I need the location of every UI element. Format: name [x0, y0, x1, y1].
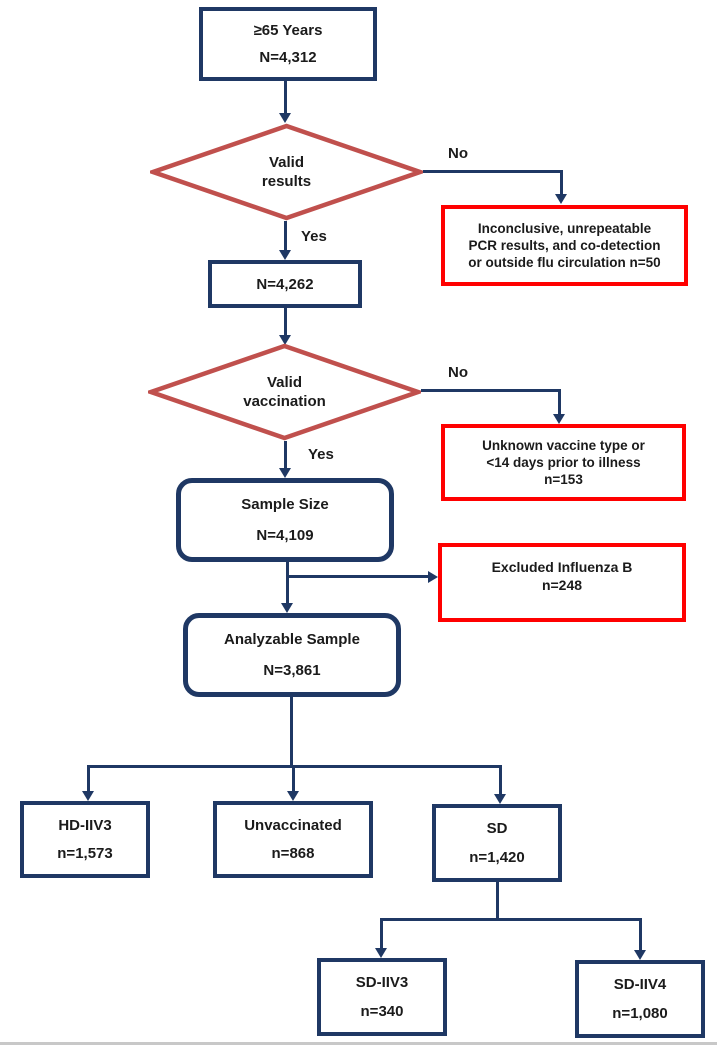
- connector-branch-right: [499, 765, 502, 794]
- decision-valid-results-line2: results: [261, 173, 312, 190]
- arrowhead-down-icon: [279, 113, 291, 123]
- arrowhead-right-icon: [428, 571, 438, 583]
- connector-to-excluded-flu-b: [286, 575, 428, 578]
- node-sd-iiv3: SD-IIV3 n=340: [317, 958, 447, 1036]
- diamond-icon: [150, 123, 423, 221]
- connector-sd-branch-horizontal: [380, 918, 642, 921]
- node-sd-title: SD: [486, 820, 508, 837]
- edge-label-no-1: No: [448, 145, 468, 162]
- connector-to-valid-vaccination: [284, 308, 287, 336]
- node-age-group-title: ≥65 Years: [253, 21, 323, 39]
- node-hd-iiv3-title: HD-IIV3: [58, 816, 112, 834]
- connector-no-2-horizontal: [421, 389, 561, 392]
- node-sd-iiv4-count: n=1,080: [612, 1005, 668, 1022]
- node-excluded-flu-b: Excluded Influenza B n=248: [438, 543, 686, 622]
- connector-no-1-horizontal: [423, 170, 563, 173]
- connector-age-to-valid-results: [284, 81, 287, 114]
- node-excluded-vaccine-line3: n=153: [544, 472, 583, 487]
- node-sd-iiv4-title: SD-IIV4: [613, 976, 667, 993]
- node-sd: SD n=1,420: [432, 804, 562, 882]
- connector-sd-branch-left: [380, 918, 383, 948]
- node-excluded-flu-b-line2: n=248: [541, 576, 583, 593]
- node-sd-iiv3-count: n=340: [360, 1003, 404, 1020]
- node-sd-count: n=1,420: [469, 849, 525, 866]
- connector-sd-branch-right: [639, 918, 642, 950]
- node-excluded-vaccine: Unknown vaccine type or <14 days prior t…: [441, 424, 686, 501]
- node-age-group: ≥65 Years N=4,312: [199, 7, 377, 81]
- arrowhead-down-icon: [375, 948, 387, 958]
- node-unvaccinated-title: Unvaccinated: [244, 816, 342, 834]
- node-unvaccinated: Unvaccinated n=868: [213, 801, 373, 878]
- bottom-divider: [0, 1042, 717, 1045]
- node-excluded-flu-b-line1: Excluded Influenza B: [491, 558, 633, 575]
- node-excluded-vaccine-line2: <14 days prior to illness: [486, 455, 641, 470]
- arrowhead-down-icon: [287, 791, 299, 801]
- node-sample-size: Sample Size N=4,109: [176, 478, 394, 562]
- node-sd-iiv3-title: SD-IIV3: [355, 974, 409, 991]
- edge-label-no-2: No: [448, 364, 468, 381]
- arrowhead-down-icon: [279, 250, 291, 260]
- decision-valid-vaccination-label: Valid vaccination: [148, 343, 421, 441]
- arrowhead-down-icon: [553, 414, 565, 424]
- arrowhead-down-icon: [555, 194, 567, 204]
- diamond-icon: [148, 343, 421, 441]
- decision-valid-vaccination-line1: Valid: [266, 374, 303, 391]
- connector-no-2-vertical: [558, 389, 561, 416]
- decision-valid-results-line1: Valid: [268, 154, 305, 171]
- node-excluded-vaccine-line1: Unknown vaccine type or: [482, 438, 645, 453]
- node-excluded-pcr-line1: Inconclusive, unrepeatable: [477, 221, 652, 236]
- connector-branch-center: [292, 765, 295, 791]
- connector-sd-down: [496, 882, 499, 920]
- node-valid-results-n: N=4,262: [208, 260, 362, 308]
- node-hd-iiv3: HD-IIV3 n=1,573: [20, 801, 150, 878]
- connector-sample-to-analyzable: [286, 562, 289, 606]
- node-analyzable-sample: Analyzable Sample N=3,861: [183, 613, 401, 697]
- node-unvaccinated-count: n=868: [271, 845, 315, 863]
- arrowhead-down-icon: [494, 794, 506, 804]
- node-sample-size-count: N=4,109: [256, 526, 314, 544]
- decision-valid-vaccination-line2: vaccination: [243, 393, 326, 410]
- edge-label-yes-2: Yes: [308, 446, 334, 463]
- node-age-group-count: N=4,312: [259, 49, 317, 67]
- connector-yes-2: [284, 441, 287, 471]
- connector-branch-left: [87, 765, 90, 791]
- node-sample-size-title: Sample Size: [241, 496, 329, 514]
- connector-no-1-vertical: [560, 170, 563, 195]
- node-analyzable-sample-title: Analyzable Sample: [224, 631, 360, 649]
- node-analyzable-sample-count: N=3,861: [263, 661, 321, 679]
- arrowhead-down-icon: [634, 950, 646, 960]
- decision-valid-results-label: Valid results: [150, 123, 423, 221]
- connector-yes-1: [284, 221, 287, 251]
- arrowhead-down-icon: [279, 468, 291, 478]
- node-excluded-pcr: Inconclusive, unrepeatable PCR results, …: [441, 205, 688, 286]
- decision-valid-results: Valid results: [150, 123, 423, 221]
- arrowhead-down-icon: [279, 335, 291, 345]
- edge-label-yes-1: Yes: [301, 228, 327, 245]
- connector-analyzable-down: [290, 697, 293, 765]
- node-hd-iiv3-count: n=1,573: [57, 845, 113, 863]
- node-valid-results-n-count: N=4,262: [256, 275, 314, 293]
- node-excluded-pcr-line2: PCR results, and co-detection: [468, 238, 661, 253]
- node-excluded-pcr-line3: or outside flu circulation n=50: [468, 255, 661, 270]
- arrowhead-down-icon: [82, 791, 94, 801]
- arrowhead-down-icon: [281, 603, 293, 613]
- node-sd-iiv4: SD-IIV4 n=1,080: [575, 960, 705, 1038]
- decision-valid-vaccination: Valid vaccination: [148, 343, 421, 441]
